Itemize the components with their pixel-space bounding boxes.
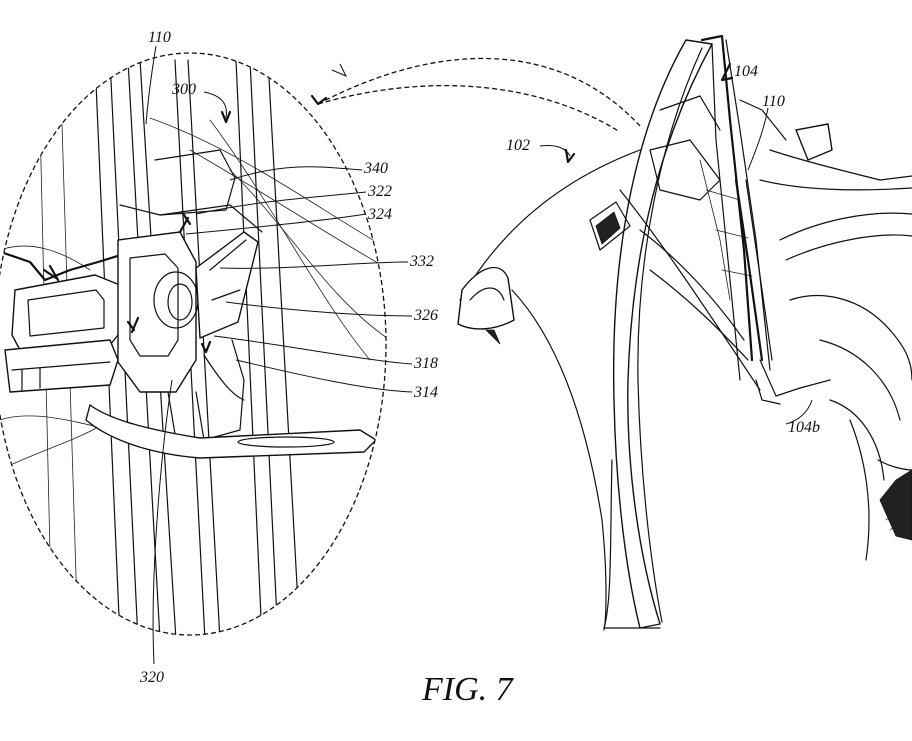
ref-110-detail: 110 bbox=[148, 29, 171, 46]
ref-332: 332 bbox=[409, 253, 434, 270]
ref-340: 340 bbox=[363, 160, 388, 177]
detail-connection-arc-inner bbox=[317, 84, 621, 133]
ref-300: 300 bbox=[171, 81, 196, 98]
detail-boundary-ellipse bbox=[0, 52, 387, 636]
detail-view bbox=[0, 52, 641, 636]
ref-110-main: 110 bbox=[762, 93, 785, 110]
ref-324: 324 bbox=[367, 206, 392, 223]
ref-326: 326 bbox=[413, 307, 438, 324]
ref-104: 104 bbox=[734, 63, 758, 80]
ref-320: 320 bbox=[139, 669, 164, 686]
ref-102: 102 bbox=[506, 137, 530, 154]
reference-numerals: 110 300 340 322 324 332 326 318 314 320 … bbox=[139, 29, 820, 686]
main-view bbox=[457, 34, 912, 631]
ref-322: 322 bbox=[367, 183, 392, 200]
fender-panel bbox=[612, 39, 713, 629]
ref-104b: 104b bbox=[788, 419, 820, 436]
arc-arrowhead bbox=[310, 94, 328, 106]
leader-lines bbox=[145, 45, 813, 665]
detail-connection-arc bbox=[317, 57, 641, 127]
figure-caption: FIG. 7 bbox=[421, 671, 515, 708]
ref-314: 314 bbox=[413, 384, 438, 401]
detail-contents bbox=[0, 59, 386, 635]
ref-318: 318 bbox=[413, 355, 438, 372]
